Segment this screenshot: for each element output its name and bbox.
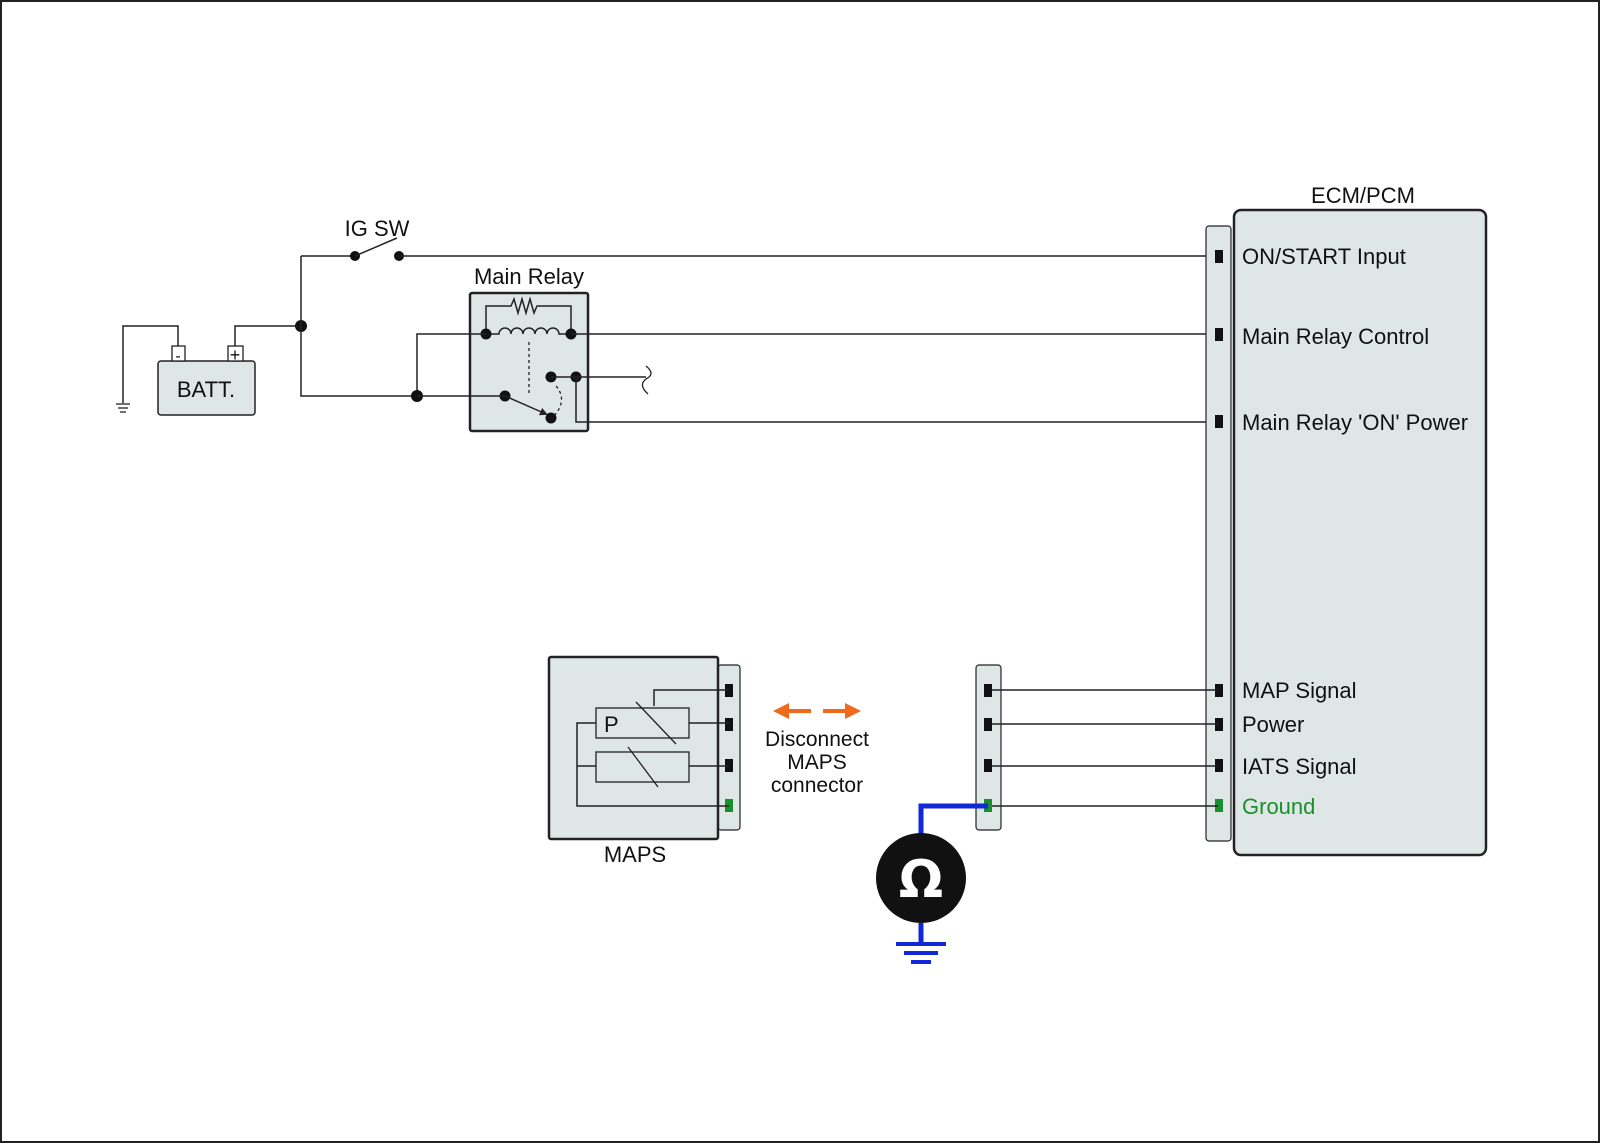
- ecm-pin: [1215, 415, 1223, 428]
- ecm-pin-label: MAP Signal: [1242, 678, 1357, 703]
- main-relay: Main Relay: [468, 264, 590, 433]
- ecm-pin: [1215, 250, 1223, 263]
- disconnect-arrows-icon: [773, 703, 861, 719]
- ecm-ground-pin: [1215, 799, 1223, 812]
- ig-switch: IG SW: [345, 216, 410, 261]
- ecm-connector: [1205, 225, 1232, 842]
- ecm-pin-label: IATS Signal: [1242, 754, 1357, 779]
- wire-break-icon: [641, 365, 652, 395]
- ig-switch-label: IG SW: [345, 216, 410, 241]
- relay-coil-icon: [486, 327, 571, 335]
- battery-positive-wire: [234, 325, 301, 346]
- battery-plus-sign: +: [230, 345, 241, 365]
- maps-label: MAPS: [604, 842, 666, 867]
- ecm-pins: [1215, 250, 1223, 812]
- battery-label: BATT.: [177, 377, 235, 402]
- instruction-line: connector: [771, 774, 863, 797]
- ecm-module: [1232, 208, 1488, 857]
- meter-ground-icon: [896, 942, 946, 964]
- ecm-pin: [1215, 759, 1223, 772]
- ecm-pin: [1215, 684, 1223, 697]
- maps-sensor: [547, 655, 720, 841]
- battery-feed-wire: [300, 256, 417, 397]
- maps-signal-path: [653, 689, 729, 706]
- chassis-ground-icon: [116, 403, 130, 413]
- battery-ground-wire: [122, 325, 179, 403]
- ohmmeter-icon: Ω: [876, 833, 966, 923]
- ecm-title: ECM/PCM: [1311, 183, 1415, 208]
- instruction-line: Disconnect: [765, 728, 869, 751]
- ohm-symbol: Ω: [899, 850, 943, 910]
- ecm-ground-label: Ground: [1242, 794, 1315, 819]
- relay-resistor-icon: [485, 296, 572, 334]
- main-relay-label: Main Relay: [474, 264, 584, 289]
- pressure-sensor-letter: P: [604, 712, 619, 737]
- ecm-pin-label: Power: [1242, 712, 1304, 737]
- relay-contact-arm: [504, 395, 548, 416]
- meter-lead: [918, 803, 988, 842]
- iat-sensor-element: [595, 751, 690, 783]
- battery: BATT. - +: [157, 345, 256, 416]
- battery-minus-sign: -: [175, 348, 180, 365]
- main-relay-on-power-wire: [575, 377, 1218, 423]
- ecm-pin-label: Main Relay Control: [1242, 324, 1429, 349]
- maps-ground-path: [576, 722, 729, 807]
- relay-motion-icon: [553, 385, 563, 417]
- ecm-pin-label: ON/START Input: [1242, 244, 1406, 269]
- instruction-line: MAPS: [787, 751, 847, 774]
- thermistor-icon: [627, 746, 659, 788]
- relay-coil-feed-wire: [416, 333, 486, 396]
- maps-harness-connector: [975, 664, 1002, 831]
- ecm-pin: [1215, 328, 1223, 341]
- variable-resistor-icon: [635, 701, 677, 745]
- ecm-pin: [1215, 718, 1223, 731]
- ecm-pin-label: Main Relay 'ON' Power: [1242, 410, 1468, 435]
